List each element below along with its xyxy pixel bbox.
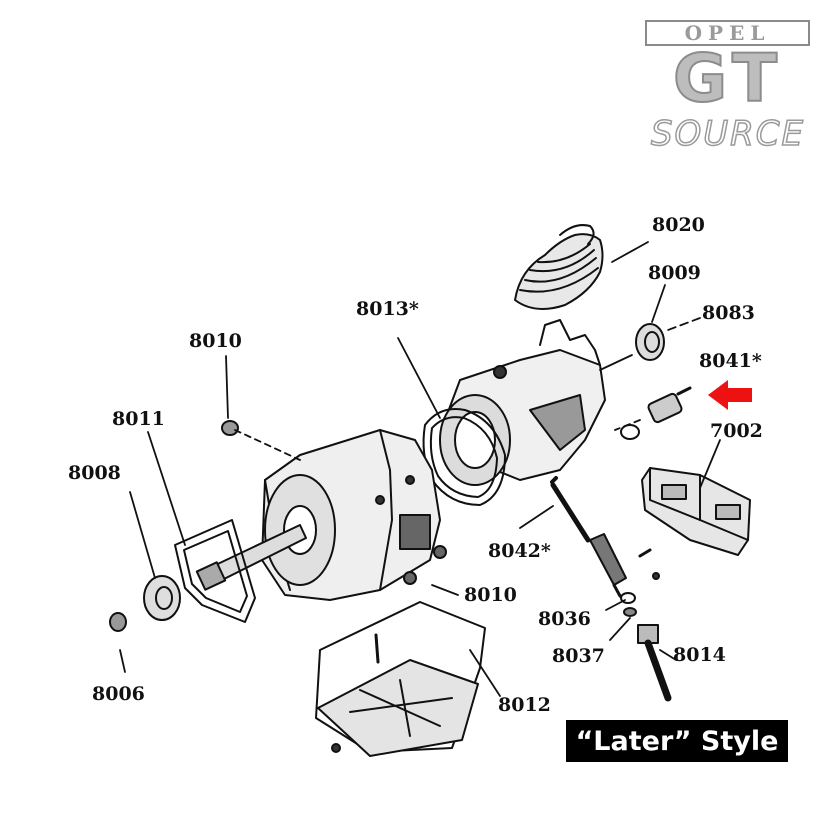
o-ring-part xyxy=(620,592,637,617)
logo-model-text: GT xyxy=(672,40,784,117)
logo-opel-box: OPEL xyxy=(645,20,810,46)
callout-8041: 8041* xyxy=(699,350,762,372)
callout-8014: 8014 xyxy=(673,644,726,666)
oil-seal-part xyxy=(635,323,665,361)
shift-boot-part xyxy=(514,224,604,310)
callout-7002: 7002 xyxy=(710,420,763,442)
shift-rod-part xyxy=(550,476,627,598)
speedometer-gear-part xyxy=(637,548,672,702)
highlight-arrow-icon xyxy=(708,380,752,410)
mount-bracket-part xyxy=(641,467,751,556)
switch-part xyxy=(620,386,692,440)
leader-lines xyxy=(119,241,721,697)
callout-8036: 8036 xyxy=(538,608,591,630)
logo-tagline-text: SOURCE xyxy=(650,113,806,155)
front-gasket-part xyxy=(174,519,256,623)
later-style-badge: “Later” Style xyxy=(566,720,788,762)
bearing-retainer-part xyxy=(143,575,181,621)
logo-brand-text: OPEL xyxy=(684,21,771,45)
callout-8042: 8042* xyxy=(488,540,551,562)
small-seal-part xyxy=(109,612,127,632)
callout-8010-bottom: 8010 xyxy=(464,584,517,606)
callout-8083: 8083 xyxy=(702,302,755,324)
transmission-case-part xyxy=(261,429,447,601)
callout-8009: 8009 xyxy=(648,262,701,284)
callout-8013: 8013* xyxy=(356,298,419,320)
callout-8006: 8006 xyxy=(92,683,145,705)
callout-8008: 8008 xyxy=(68,462,121,484)
callout-8010-top: 8010 xyxy=(189,330,242,352)
callout-8012: 8012 xyxy=(498,694,551,716)
extension-housing-part xyxy=(439,319,606,486)
input-shaft-part xyxy=(195,524,307,591)
oil-pan-part xyxy=(315,601,486,757)
callout-8037: 8037 xyxy=(552,645,605,667)
callout-8011: 8011 xyxy=(112,408,165,430)
callout-8020: 8020 xyxy=(652,214,705,236)
drain-plug-top-part xyxy=(221,420,239,436)
